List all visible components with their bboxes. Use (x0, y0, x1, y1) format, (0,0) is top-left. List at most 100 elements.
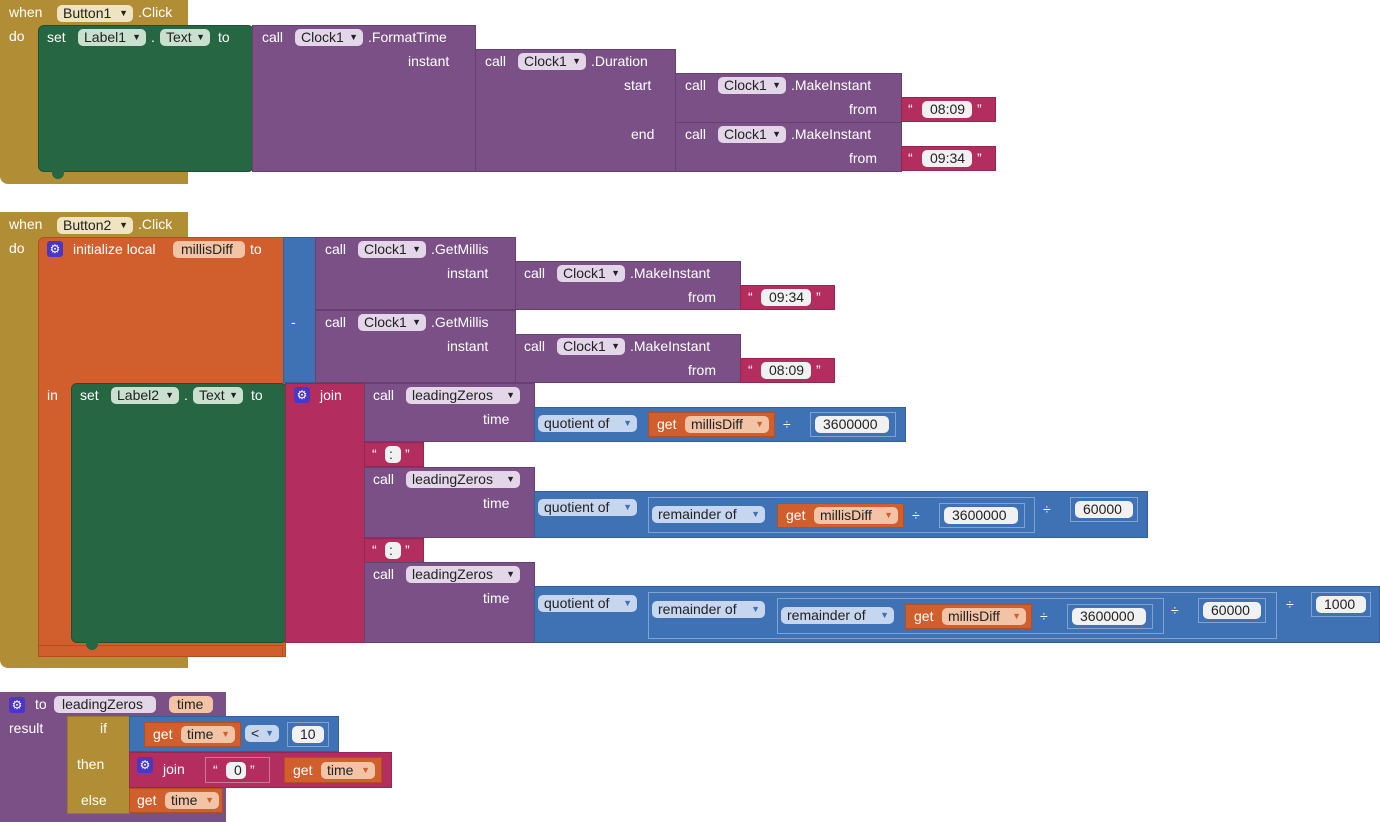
get-label: get (657, 416, 677, 432)
math-op-dropdown-quotient[interactable]: quotient of (538, 499, 637, 516)
component-dropdown-clock1[interactable]: Clock1 (557, 338, 625, 355)
number-block[interactable] (1311, 592, 1371, 617)
method-duration: .Duration (591, 53, 648, 69)
math-op-dropdown-remainder[interactable]: remainder of (781, 607, 894, 624)
text-value-field[interactable]: : (385, 542, 401, 559)
quote-open: “ (908, 150, 913, 166)
component-dropdown-label2[interactable]: Label2 (111, 387, 179, 404)
number-block[interactable] (939, 503, 1025, 528)
component-dropdown-label1[interactable]: Label1 (78, 29, 146, 46)
procedure-dropdown-leadingzeros[interactable]: leadingZeros (406, 471, 520, 488)
text-value-field[interactable]: 08:09 (922, 101, 972, 118)
call-label: call (685, 77, 707, 93)
event-name: .Click (138, 4, 173, 20)
divide-operator: ÷ (912, 507, 920, 523)
from-label: from (688, 362, 716, 378)
call-label: call (373, 566, 395, 582)
procedure-dropdown-leadingzeros[interactable]: leadingZeros (406, 387, 520, 404)
variable-dropdown-millisdiff[interactable]: millisDiff (685, 416, 769, 433)
compare-op-dropdown[interactable]: < (245, 725, 279, 742)
variable-dropdown-time[interactable]: time (181, 726, 235, 743)
from-label: from (849, 101, 877, 117)
math-op-dropdown-remainder[interactable]: remainder of (652, 601, 765, 618)
gear-icon[interactable]: ⚙ (9, 697, 25, 713)
property-dropdown-text[interactable]: Text (160, 29, 210, 46)
divide-operator: ÷ (1040, 608, 1048, 624)
number-field[interactable]: 1000 (1316, 596, 1366, 613)
variable-dropdown-time[interactable]: time (321, 762, 375, 779)
initialize-local-footer (38, 645, 283, 657)
number-block[interactable] (1067, 604, 1153, 629)
divide-operator: ÷ (1043, 501, 1051, 517)
math-remainder-block[interactable] (648, 592, 1277, 639)
number-field[interactable]: 60000 (1075, 501, 1133, 518)
event-block-footer (38, 172, 188, 184)
time-arg-label: time (483, 411, 510, 427)
number-field[interactable]: 60000 (1203, 602, 1261, 619)
component-dropdown-button1[interactable]: Button1 (57, 5, 133, 22)
dot-label: . (151, 29, 155, 45)
math-op-dropdown-quotient[interactable]: quotient of (538, 595, 637, 612)
procedure-dropdown-leadingzeros[interactable]: leadingZeros (406, 566, 520, 583)
component-dropdown-button2[interactable]: Button2 (57, 217, 133, 234)
procedure-name-field[interactable]: leadingZeros (54, 696, 156, 713)
number-field[interactable]: 10 (292, 726, 324, 743)
math-op-dropdown-remainder[interactable]: remainder of (652, 506, 765, 523)
call-label: call (373, 387, 395, 403)
variable-dropdown-millisdiff[interactable]: millisDiff (942, 608, 1026, 625)
text-value-field[interactable]: : (385, 446, 401, 463)
number-block[interactable] (1198, 598, 1266, 623)
component-dropdown-clock1[interactable]: Clock1 (557, 265, 625, 282)
variable-name-field[interactable]: millisDiff (173, 241, 245, 258)
call-clock1-makeinstant-block[interactable] (675, 73, 902, 123)
gear-icon[interactable]: ⚙ (137, 757, 153, 773)
number-field[interactable]: 3600000 (944, 507, 1018, 524)
block-notch (86, 642, 98, 650)
text-join-block[interactable] (285, 383, 365, 643)
number-field[interactable]: 3600000 (1072, 608, 1146, 625)
get-label: get (137, 792, 157, 808)
quote-close: ” (816, 289, 821, 305)
component-dropdown-clock1[interactable]: Clock1 (518, 53, 586, 70)
component-dropdown-clock1[interactable]: Clock1 (295, 29, 363, 46)
initialize-local-label: initialize local (73, 241, 156, 257)
text-value-field[interactable]: 08:09 (761, 362, 811, 379)
quote-close: ” (405, 446, 410, 462)
number-block[interactable] (810, 412, 896, 437)
event-block-footer (38, 656, 188, 668)
join-label: join (320, 387, 342, 403)
component-dropdown-clock1[interactable]: Clock1 (718, 77, 786, 94)
parameter-name-field[interactable]: time (169, 696, 213, 713)
get-label: get (293, 762, 313, 778)
property-dropdown-text[interactable]: Text (193, 387, 243, 404)
variable-dropdown-time[interactable]: time (165, 792, 219, 809)
number-block[interactable] (287, 722, 329, 747)
component-dropdown-clock1[interactable]: Clock1 (358, 241, 426, 258)
math-remainder-block[interactable] (777, 598, 1164, 634)
call-label: call (485, 53, 507, 69)
component-dropdown-clock1[interactable]: Clock1 (358, 314, 426, 331)
set-label2-text-block[interactable] (71, 383, 287, 643)
text-value-field[interactable]: 0 (226, 762, 246, 779)
number-block[interactable] (1070, 497, 1138, 522)
gear-icon[interactable]: ⚙ (47, 241, 63, 257)
text-value-field[interactable]: 09:34 (922, 150, 972, 167)
call-clock1-makeinstant-block[interactable] (515, 334, 741, 383)
text-block-zero[interactable] (205, 757, 270, 783)
call-clock1-formattime-block[interactable] (252, 25, 476, 172)
math-remainder-block[interactable] (648, 497, 1035, 533)
gear-icon[interactable]: ⚙ (294, 387, 310, 403)
math-op-dropdown-quotient[interactable]: quotient of (538, 415, 637, 432)
instant-label: instant (447, 265, 489, 281)
math-subtract-block[interactable] (283, 237, 317, 383)
component-dropdown-clock1[interactable]: Clock1 (718, 126, 786, 143)
quote-close: ” (977, 101, 982, 117)
dot-label: . (184, 387, 188, 403)
quote-open: “ (748, 362, 753, 378)
set-label1-text-block[interactable] (38, 25, 254, 172)
number-field[interactable]: 3600000 (815, 416, 889, 433)
text-value-field[interactable]: 09:34 (761, 289, 811, 306)
when-label: when (9, 216, 43, 232)
variable-dropdown-millisdiff[interactable]: millisDiff (814, 507, 898, 524)
method-formattime: .FormatTime (368, 29, 447, 45)
